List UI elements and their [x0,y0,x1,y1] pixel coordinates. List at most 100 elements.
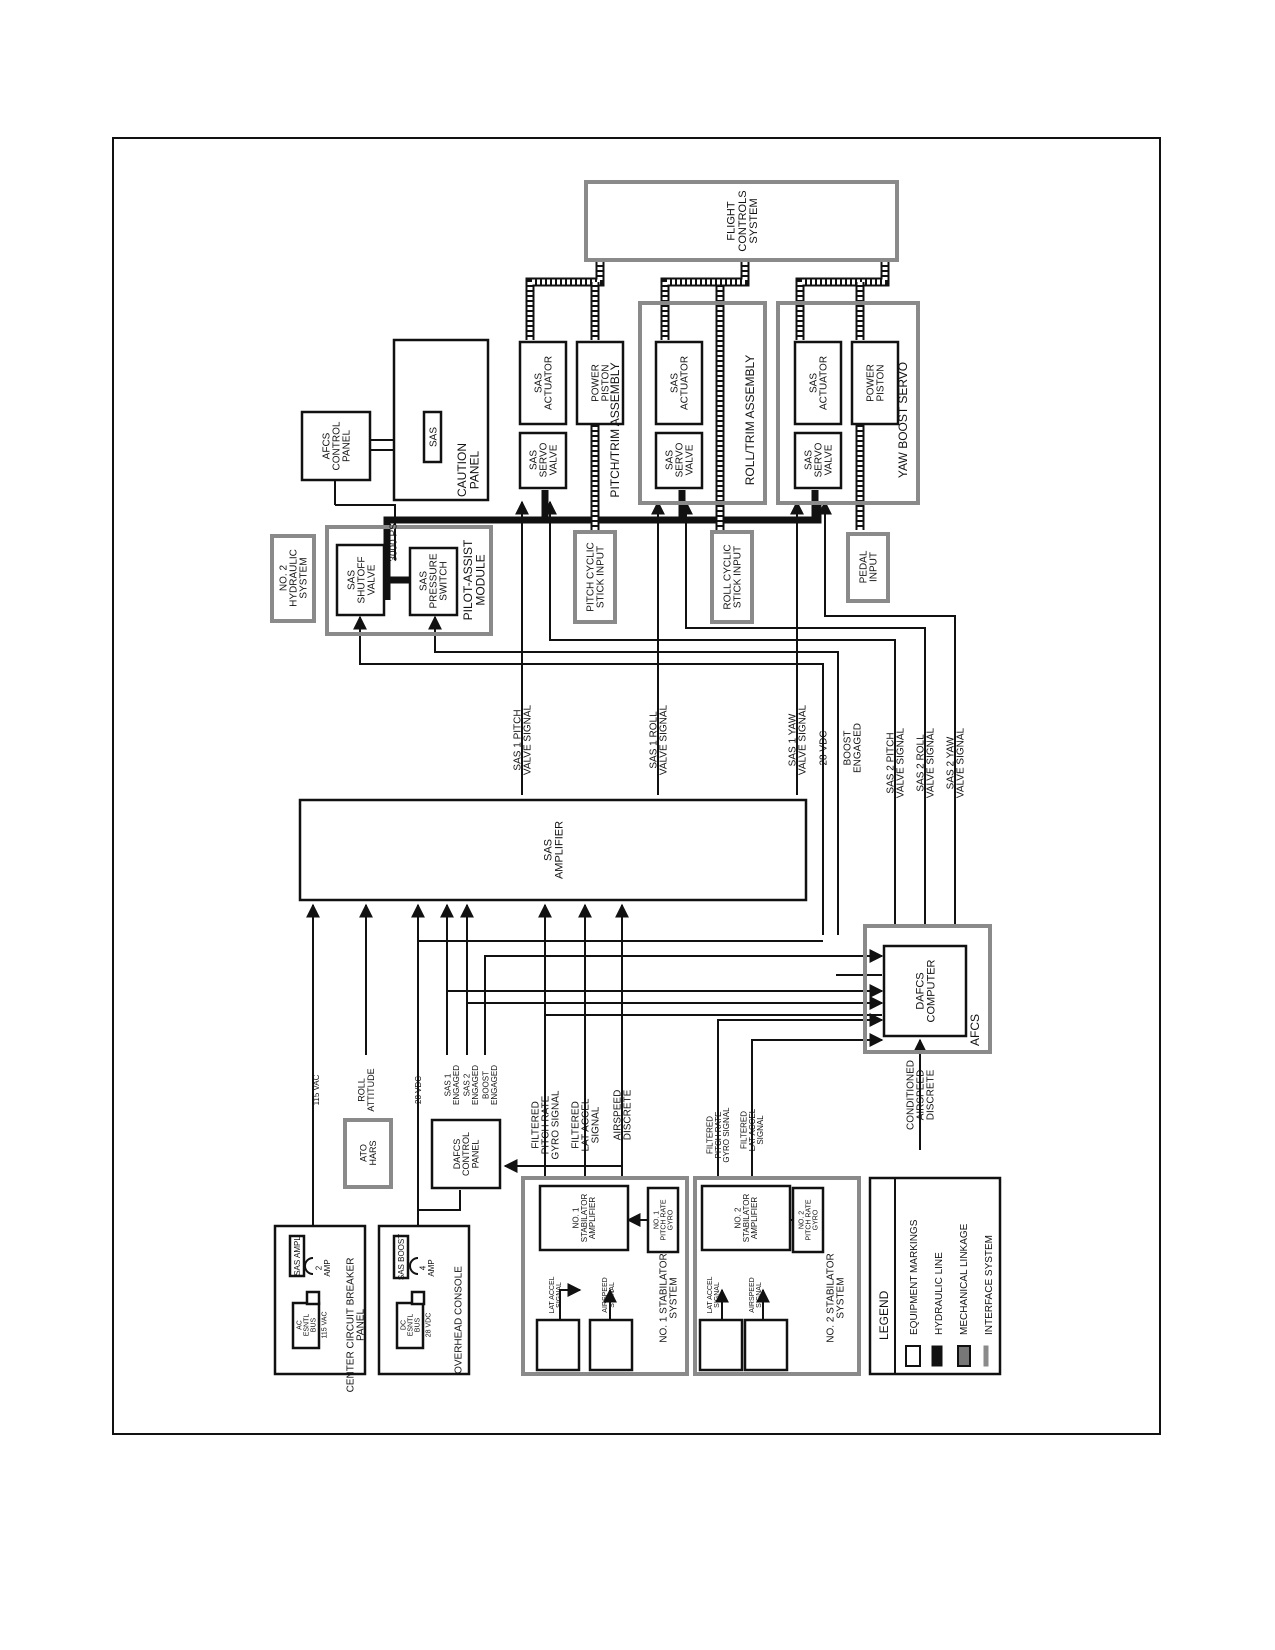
center-cb-label-line: PANEL [356,1309,367,1341]
no2-lat-label: LAT ACCELSIGNAL [707,1276,721,1313]
legend-item-hydraulic-group: HYDRAULIC LINE [934,1252,945,1335]
filtered-lat-2-label: FILTEREDLAT ACCELSIGNAL [740,1108,765,1151]
no1-stab-amp-label-line: AMPLIFIER [588,1197,597,1239]
ato-hars-label-line: HARS [368,1140,378,1165]
pitch-servo-valve-label-line: SERVO [539,442,550,477]
filtered-pitch-label-line: GYRO SIGNAL [551,1090,562,1159]
roll-actuator-label-group: SASACTUATOR [669,356,690,410]
flight-controls-label-group: FLIGHTCONTROLSSYSTEM [726,190,760,251]
roll-servo-valve-label-line: VALVE [685,444,696,475]
no1-stab-amp-label-line: STABILATOR [580,1194,589,1243]
no2-stab-system-label-group: NO. 2 STABILATORSYSTEM [825,1253,846,1342]
yaw-piston-box [850,340,900,426]
pitch-piston-label-group: POWERPISTON [590,364,611,402]
pilot-assist-box [325,525,493,636]
pedal-input-label-group: PEDALINPUT [858,550,879,583]
overhead-console-label-line: OVERHEAD CONSOLE [454,1266,465,1374]
pitch-actuator-label-group: SASACTUATOR [533,356,554,410]
ato-hars-label-line: ATO [359,1144,369,1162]
legend-swatch-interface [983,1345,989,1367]
cond-airspeed-label-line: DISCRETE [926,1069,937,1120]
filtered-pitch-2-label-line: PITCH RATE [714,1112,723,1159]
sas-amplifier-label-line: AMPLIFIER [553,821,565,879]
sas1-roll-label-line: SAS 1 ROLL [648,711,659,769]
roll-trim-label-line: ROLL/TRIM ASSEMBLY [743,355,757,485]
sas-shutoff-valve-label-line: VALVE [367,564,378,595]
sas2-yaw-label: SAS 2 YAWVALVE SIGNAL [945,727,966,798]
yaw-boost-label: YAW BOOST SERVO [896,362,910,478]
ac-esntl-bus-label: ACESNTLBUS [296,1314,317,1337]
ac115-label: 115 VAC [312,1074,321,1105]
cb-arc [304,1257,314,1275]
dc-esntl-bus-box [395,1301,425,1350]
sas1-roll-label-group: SAS 1 ROLLVALVE SIGNAL [648,704,669,775]
legend-item-hydraulic: HYDRAULIC LINE [934,1252,945,1335]
dafcs-control-panel-label-line: PANEL [470,1140,480,1169]
airspeed-discrete-label: AIRSPEEDDISCRETE [612,1089,633,1140]
legend-swatch-hydraulic [931,1345,943,1367]
roll-trim-label: ROLL/TRIM ASSEMBLY [743,355,757,485]
sas-shutoff-valve-label-line: SHUTOFF [357,556,368,603]
pedal-input-label: PEDALINPUT [858,550,879,583]
dafcs-computer-label-group: DAFCSCOMPUTER [914,959,937,1022]
sas2-pitch-label: SAS 2 PITCHVALVE SIGNAL [885,727,906,798]
ato-hars-box [343,1118,393,1189]
sas-ampl-label-group: SAS AMPL [293,1236,302,1276]
sas-amplifier-label-line: SAS [542,839,554,861]
pitch-cyclic-label-group: PITCH CYCLICSTICK INPUT [585,542,606,611]
pitch-servo-valve-label: SASSERVOVALVE [528,442,559,477]
yaw-actuator-label-group: SASACTUATOR [808,356,829,410]
no2-stab-system-box [693,1176,861,1376]
sas1-yaw-label-group: SAS 1 YAWVALVE SIGNAL [787,704,808,775]
dc-esntl-bus-label-line: DC [400,1320,407,1330]
afcs-label-group: AFCS [968,1014,982,1046]
sas-shutoff-valve-label-line: SAS [346,570,357,590]
dafcs-computer-label-line: COMPUTER [925,959,937,1022]
no2-pitch-gyro-label: NO. 2PITCH RATEGYRO [798,1199,819,1240]
filtered-pitch-2-label-line: GYRO SIGNAL [722,1107,731,1163]
pedal-input-label-line: PEDAL [858,550,869,583]
no1-lat-in [559,1283,582,1320]
no2-stab-amp-label-line: STABILATOR [742,1194,751,1243]
no1-stab-system-label: NO. 1 STABILATORSYSTEM [658,1253,679,1342]
amp2-label: 2AMP [315,1259,332,1276]
mech-pitch-top [525,262,605,340]
dc-esntl-bus-label-group: DCESNTLBUS [400,1314,421,1337]
yaw-boost-label-group: YAW BOOST SERVO [896,362,910,478]
sas2-engaged-label-group: SAS 2ENGAGED [463,1065,480,1105]
yaw-piston-label-line: POWER [865,364,876,402]
filtered-lat-2-label-group: FILTEREDLAT ACCELSIGNAL [740,1108,765,1151]
caution-panel-label: CAUTIONPANEL [455,443,481,497]
mech-yaw-top-core [797,262,888,340]
amp2-label-line: AMP [323,1259,332,1276]
amp4-label-group: 4AMP [419,1259,436,1276]
dc28-label-line: 28 VDC [414,1076,423,1104]
boost-engaged-small-label-line: ENGAGED [490,1065,499,1105]
no1-lat-label-line: SIGNAL [556,1282,563,1308]
boost-engaged-small-label-group: BOOSTENGAGED [482,1065,499,1105]
afcs-control-panel-label-line: AFCS [321,432,332,459]
dafcs-control-panel-label-line: DAFCS [452,1139,462,1170]
roll-cyclic-label-group: ROLL CYCLICSTICK INPUT [722,544,743,609]
vdc28-label-group: 28 VDC [819,730,830,765]
sas-ampl-label-line: SAS AMPL [293,1236,302,1276]
yaw-servo-valve-label-line: SERVO [814,442,825,477]
ac-115-label-group: 115 VAC [321,1312,328,1339]
no2-stab-system-label-line: NO. 2 STABILATOR [825,1253,836,1342]
no2-stab-amp-label-line: AMPLIFIER [750,1197,759,1239]
filtered-lat-label-line: FILTERED [570,1101,581,1149]
yaw-boost-box [776,301,920,505]
filtered-lat-2-label-line: SIGNAL [756,1115,765,1145]
legend-item-equipment-group: EQUIPMENT MARKINGS [909,1219,920,1335]
yaw-piston-label-group: POWERPISTON [865,364,886,402]
amp4-label: 4AMP [419,1259,436,1276]
airspeed-discrete-label-line: AIRSPEED [612,1090,623,1141]
roll-servo-valve-box [654,431,704,490]
no2-pitch-gyro-box [791,1186,825,1254]
sas2-roll-label-line: SAS 2 ROLL [915,734,926,792]
pitch-piston-label: POWERPISTON [590,364,611,402]
no1-lat-label: LAT ACCELSIGNAL [549,1276,563,1313]
no1-lat-label-group: LAT ACCELSIGNAL [549,1276,563,1313]
